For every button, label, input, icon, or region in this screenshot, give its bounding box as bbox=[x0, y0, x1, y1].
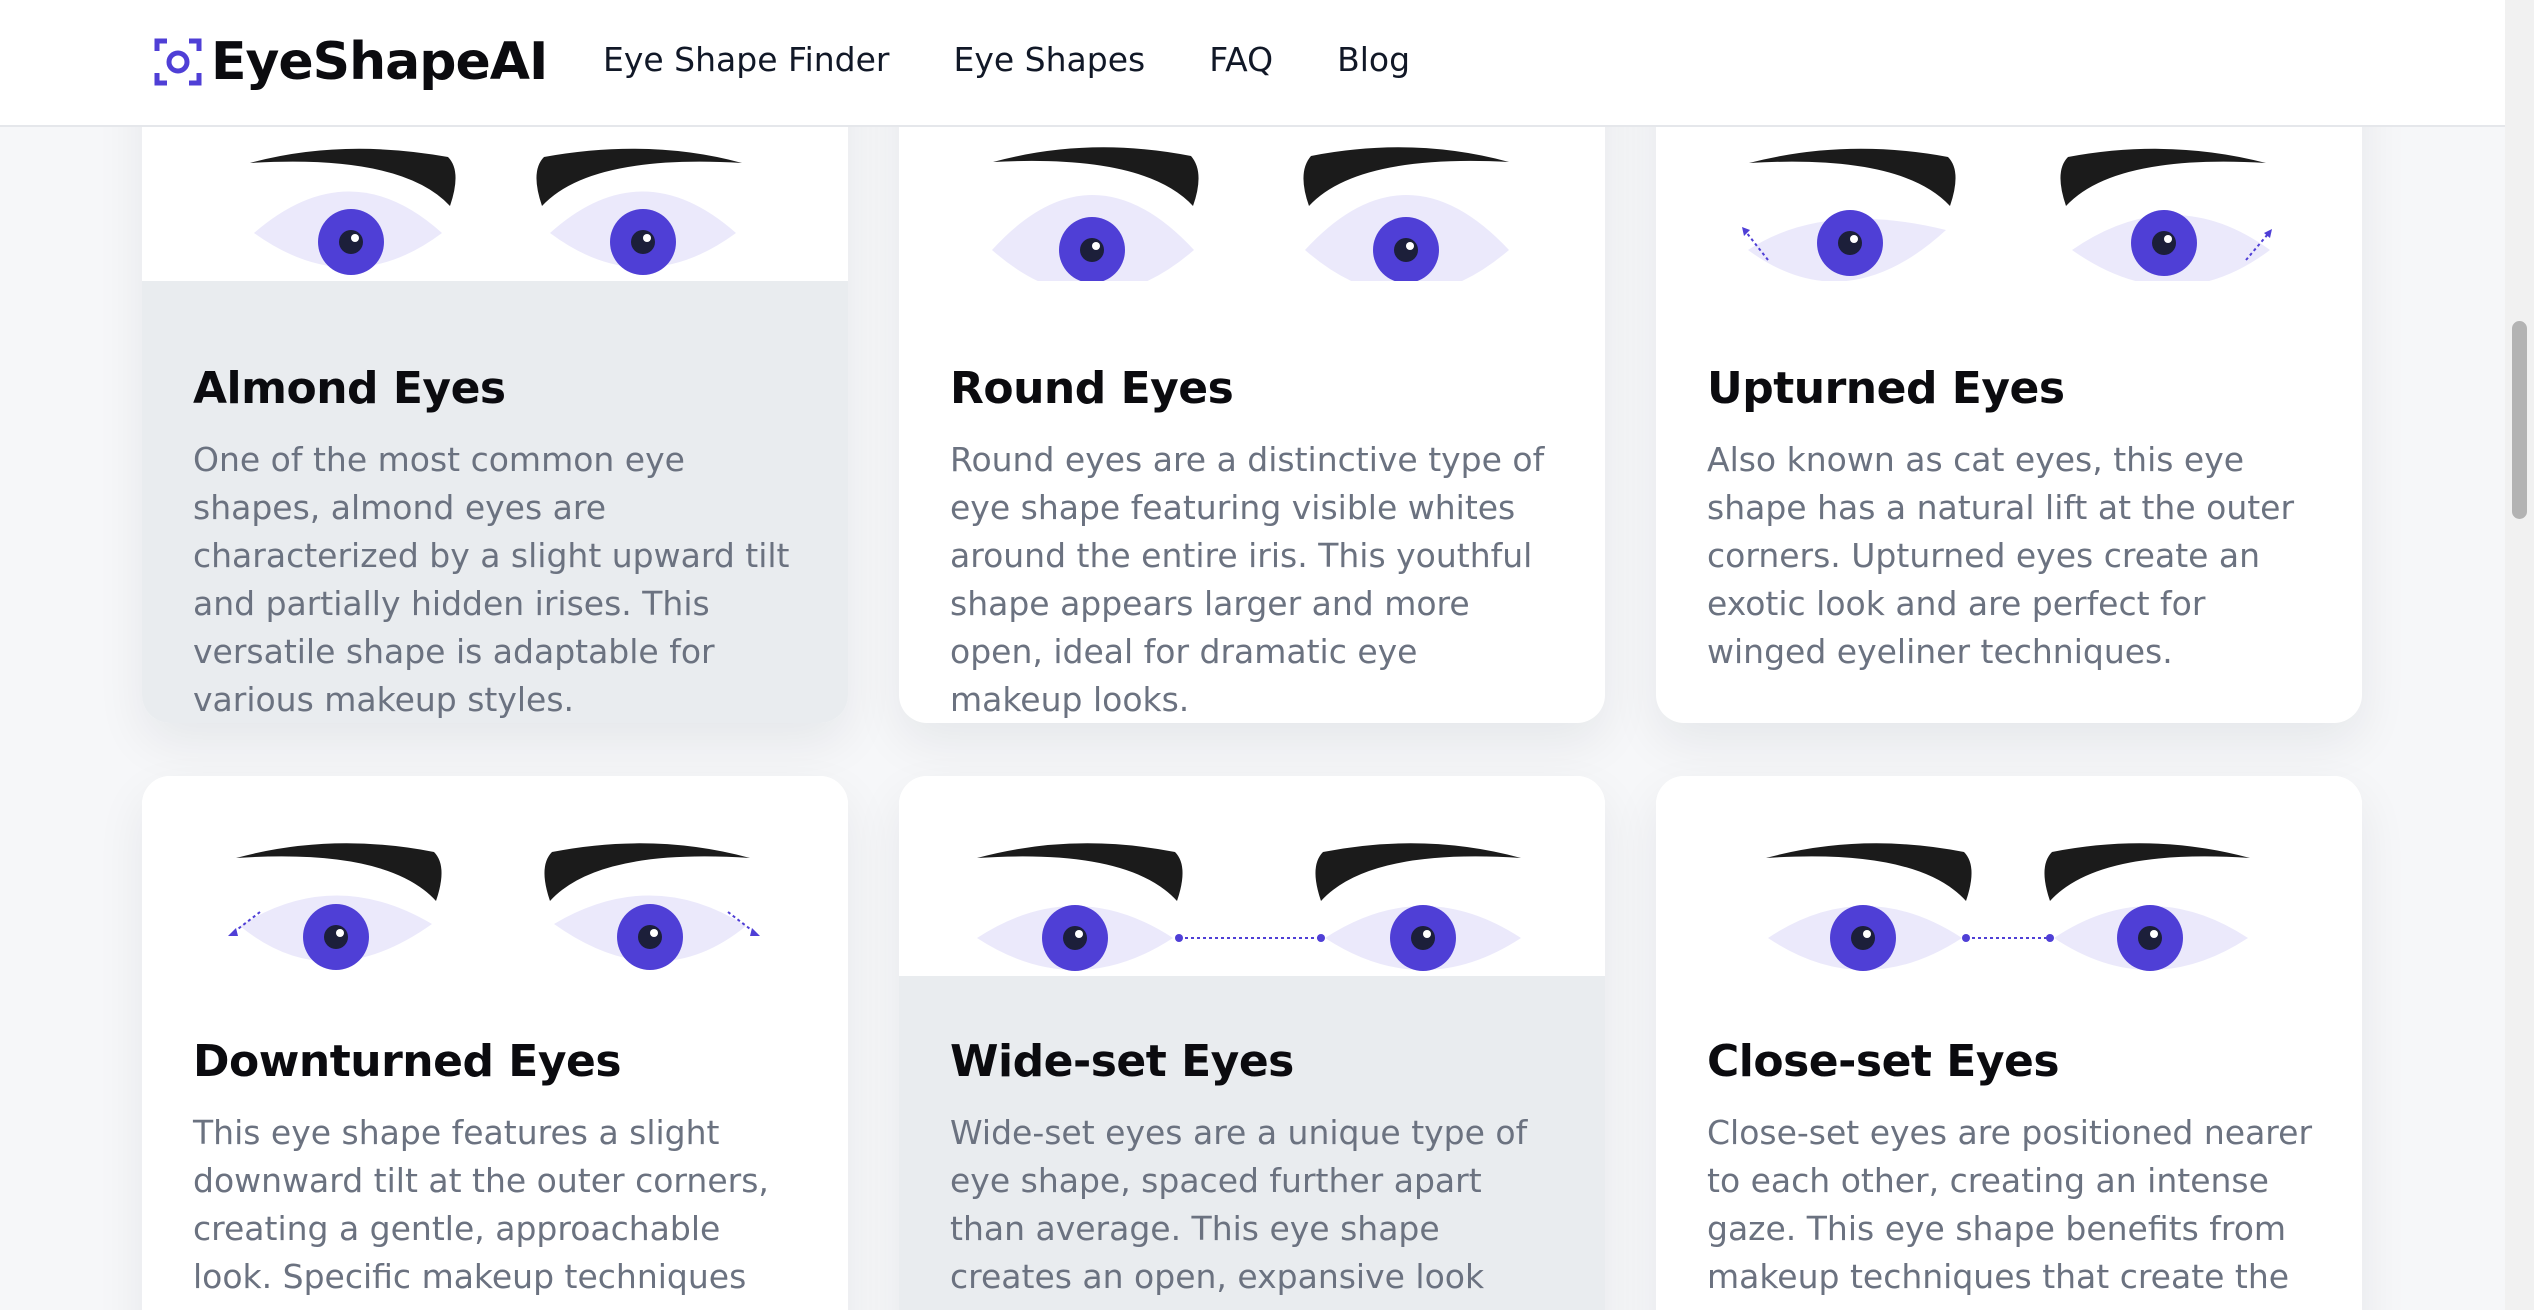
card-title: Close-set Eyes bbox=[1707, 1036, 2060, 1087]
eye-shape-card-round[interactable]: Round Eyes Round eyes are a distinctive … bbox=[899, 40, 1605, 723]
nav-blog[interactable]: Blog bbox=[1337, 40, 1411, 79]
almond-right-eye bbox=[536, 148, 742, 275]
round-right-eye bbox=[1303, 147, 1509, 294]
card-title: Upturned Eyes bbox=[1707, 363, 2065, 414]
card-description: Close-set eyes are positioned nearer to … bbox=[1707, 1113, 2313, 1310]
upturned-left-eye bbox=[1742, 148, 1956, 282]
close-set-left-eye bbox=[1766, 843, 1972, 971]
card-title: Wide-set Eyes bbox=[950, 1036, 1294, 1087]
site-header: EyeShapeAI Eye Shape Finder Eye Shapes F… bbox=[0, 0, 2505, 127]
card-description: Wide-set eyes are a unique type of eye s… bbox=[950, 1113, 1528, 1310]
nav-eye-shape-finder[interactable]: Eye Shape Finder bbox=[603, 40, 890, 79]
card-title: Downturned Eyes bbox=[193, 1036, 622, 1087]
wide-set-left-eye bbox=[977, 843, 1183, 971]
close-set-right-eye bbox=[2044, 843, 2250, 971]
eye-shape-card-wide-set[interactable]: Wide-set Eyes Wide-set eyes are a unique… bbox=[899, 776, 1605, 1310]
scrollbar-thumb[interactable] bbox=[2512, 321, 2527, 519]
nav-eye-shapes[interactable]: Eye Shapes bbox=[953, 40, 1146, 79]
almond-eyes-illustration bbox=[250, 148, 742, 275]
page-scrollbar[interactable] bbox=[2505, 0, 2534, 1310]
card-description: This eye shape features a slight downwar… bbox=[193, 1113, 769, 1310]
upturned-eyes-illustration bbox=[1742, 148, 2272, 286]
card-description: One of the most common eye shapes, almon… bbox=[193, 440, 790, 719]
eye-shape-card-downturned[interactable]: Downturned Eyes This eye shape features … bbox=[142, 776, 848, 1310]
distance-indicator-icon bbox=[1962, 934, 2054, 942]
downturned-left-eye bbox=[228, 843, 442, 970]
card-description: Also known as cat eyes, this eye shape h… bbox=[1707, 440, 2295, 671]
eye-shape-card-close-set[interactable]: Close-set Eyes Close-set eyes are positi… bbox=[1656, 776, 2362, 1310]
card-title: Round Eyes bbox=[950, 363, 1234, 414]
nav-faq[interactable]: FAQ bbox=[1209, 40, 1274, 79]
card-description: Round eyes are a distinctive type of eye… bbox=[950, 440, 1545, 719]
wide-set-eyes-illustration bbox=[977, 843, 1521, 971]
wide-set-right-eye bbox=[1315, 843, 1521, 971]
logo-link[interactable]: EyeShapeAI bbox=[153, 32, 548, 92]
close-set-eyes-illustration bbox=[1766, 843, 2250, 971]
eye-shape-card-almond[interactable]: Almond Eyes One of the most common eye s… bbox=[142, 40, 848, 723]
upturned-right-eye bbox=[2060, 148, 2272, 286]
downturned-right-eye bbox=[544, 843, 760, 970]
eye-shape-card-upturned[interactable]: Upturned Eyes Also known as cat eyes, th… bbox=[1656, 40, 2362, 723]
card-title: Almond Eyes bbox=[193, 363, 506, 414]
almond-left-eye bbox=[250, 148, 456, 275]
logo-text: EyeShapeAI bbox=[211, 32, 548, 92]
round-left-eye bbox=[992, 147, 1199, 294]
downturned-eyes-illustration bbox=[228, 843, 760, 970]
round-eyes-illustration bbox=[992, 147, 1509, 294]
camera-focus-icon bbox=[154, 38, 202, 86]
main-nav: Eye Shape Finder Eye Shapes FAQ Blog bbox=[603, 40, 1410, 79]
distance-indicator-icon bbox=[1175, 934, 1325, 942]
